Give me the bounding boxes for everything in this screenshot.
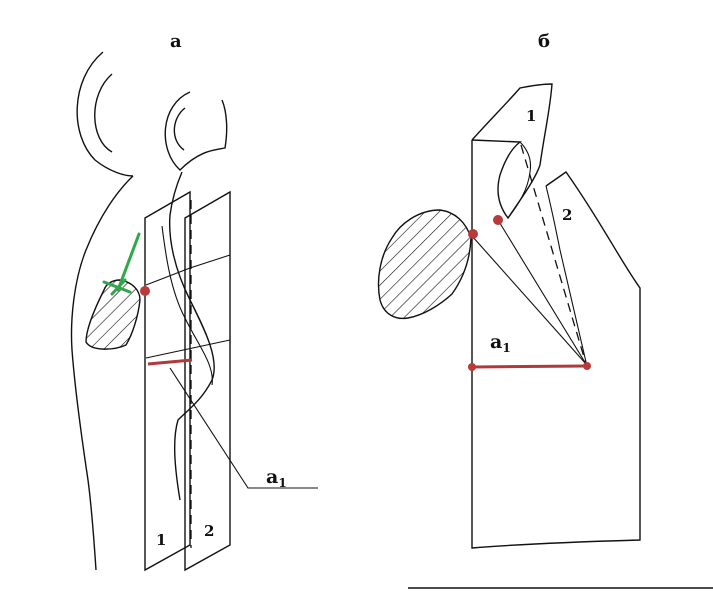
measure-line-a1-right [471, 364, 588, 369]
garment-outline-right [471, 140, 641, 549]
body-left-contour [70, 175, 134, 571]
collar-piece-1-inner [507, 141, 532, 219]
collar-curve-outer [164, 91, 228, 171]
plane-1-label: 1 [156, 531, 166, 549]
collar-point [493, 215, 503, 225]
measure-start-point [468, 363, 476, 371]
callout-a1-label: а1 [266, 466, 287, 490]
panel-a-label: а [170, 31, 182, 52]
measure-a1-label: а1 [490, 331, 511, 355]
green-marker-icon [102, 232, 141, 296]
armhole-point-right [468, 229, 478, 239]
armhole-guide-line [471, 235, 587, 365]
plane-1 [144, 190, 191, 572]
armhole-hatched-right [377, 209, 472, 320]
panel-b-label: б [538, 31, 550, 52]
armhole-point-left [140, 286, 150, 296]
plane-2 [184, 190, 231, 572]
armhole-hatched [85, 279, 141, 350]
collar-piece-1 [471, 83, 553, 220]
collar-curve-inner [173, 107, 186, 151]
part-2-label: 2 [562, 206, 572, 224]
fold-line-solid [497, 219, 587, 365]
collar-piece-2-edge [545, 185, 587, 363]
middle-section-line [145, 339, 231, 359]
upper-section-line [145, 267, 191, 286]
neck-curve-outer [76, 51, 134, 177]
panel-a: а 1 [70, 31, 318, 572]
fold-line-dashed [520, 144, 587, 365]
neck-curve-inner [94, 73, 113, 153]
garment-back-contour [168, 171, 215, 501]
upper-section-line-2 [189, 254, 231, 269]
measure-line-a1 [147, 358, 193, 366]
plane-2-label: 2 [204, 522, 214, 540]
part-1-label: 1 [526, 107, 536, 125]
panel-b: б 1 2 а1 [377, 31, 641, 549]
callout-leader-a1 [169, 367, 318, 489]
measure-end-point [583, 362, 591, 370]
